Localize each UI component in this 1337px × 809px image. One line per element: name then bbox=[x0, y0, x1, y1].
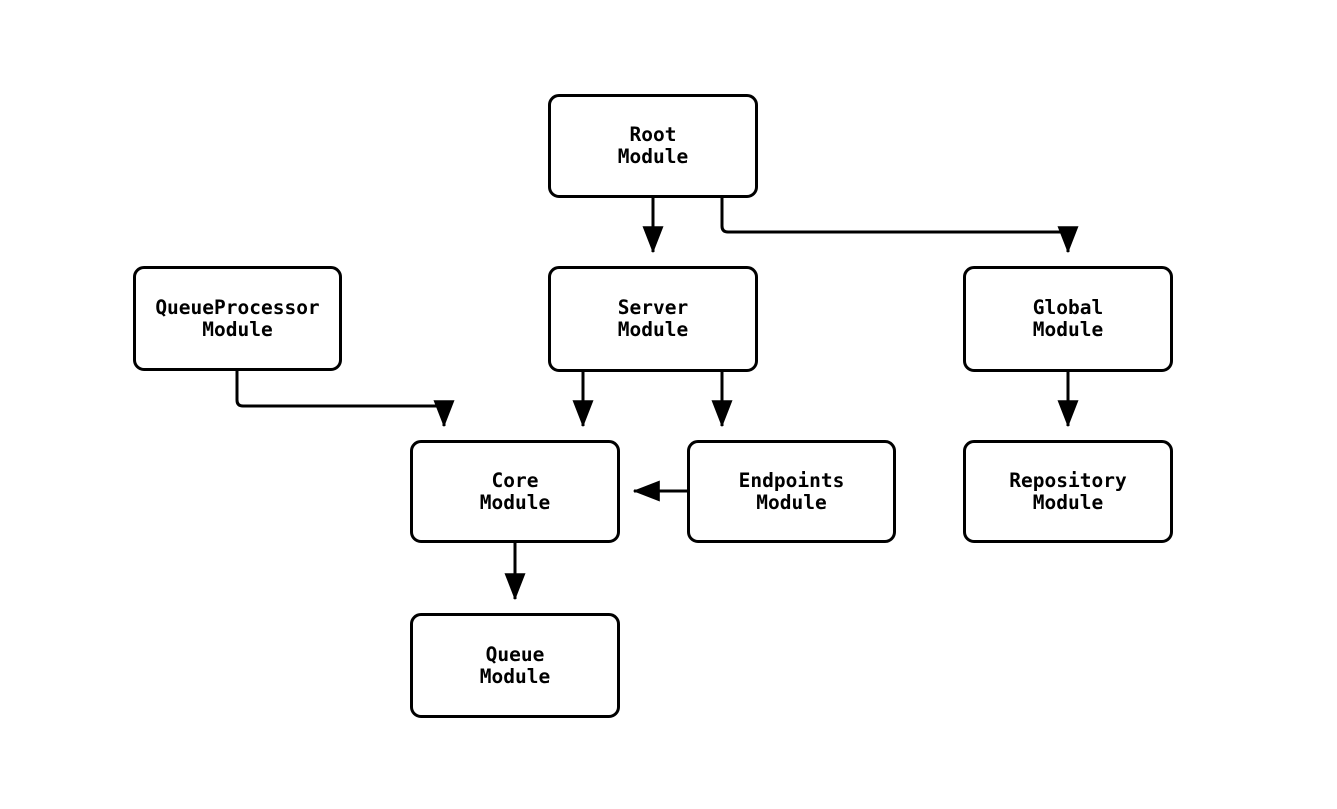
node-server-module-label-line1: Server bbox=[617, 296, 689, 319]
node-queueprocessor-module[interactable]: QueueProcessor Module bbox=[133, 266, 342, 371]
node-global-module-label-line2: Module bbox=[1032, 318, 1104, 341]
node-core-module-label-line2: Module bbox=[479, 490, 551, 514]
node-core-module-label-line1: Core bbox=[491, 468, 539, 492]
node-server-module-label-line2: Module bbox=[617, 318, 689, 341]
node-endpoints-module-label-line1: Endpoints bbox=[738, 468, 845, 492]
node-root-module[interactable]: Root Module bbox=[548, 94, 758, 198]
node-queueprocessor-module-label-line2: Module bbox=[202, 317, 273, 341]
node-queue-module[interactable]: Queue Module bbox=[410, 613, 620, 718]
edge-queueprocessor-to-core bbox=[235, 371, 455, 428]
node-queue-module-label-line1: Queue bbox=[485, 642, 545, 666]
node-queue-module-label-line2: Module bbox=[479, 664, 551, 688]
node-queueprocessor-module-label-line1: QueueProcessor bbox=[155, 295, 320, 319]
node-root-module-label-line2: Module bbox=[617, 145, 689, 168]
node-root-module-label-line1: Root bbox=[629, 123, 677, 146]
node-server-module[interactable]: Server Module bbox=[548, 266, 758, 372]
node-repository-module[interactable]: Repository Module bbox=[963, 440, 1173, 543]
node-repository-module-label-line2: Module bbox=[1032, 490, 1104, 514]
node-repository-module-label-line1: Repository bbox=[1009, 468, 1127, 492]
edge-root-to-global bbox=[720, 198, 1079, 254]
node-endpoints-module-label-line2: Module bbox=[756, 490, 827, 514]
node-global-module-label-line1: Global bbox=[1032, 296, 1104, 319]
node-endpoints-module[interactable]: Endpoints Module bbox=[687, 440, 896, 543]
node-core-module[interactable]: Core Module bbox=[410, 440, 620, 543]
node-global-module[interactable]: Global Module bbox=[963, 266, 1173, 372]
